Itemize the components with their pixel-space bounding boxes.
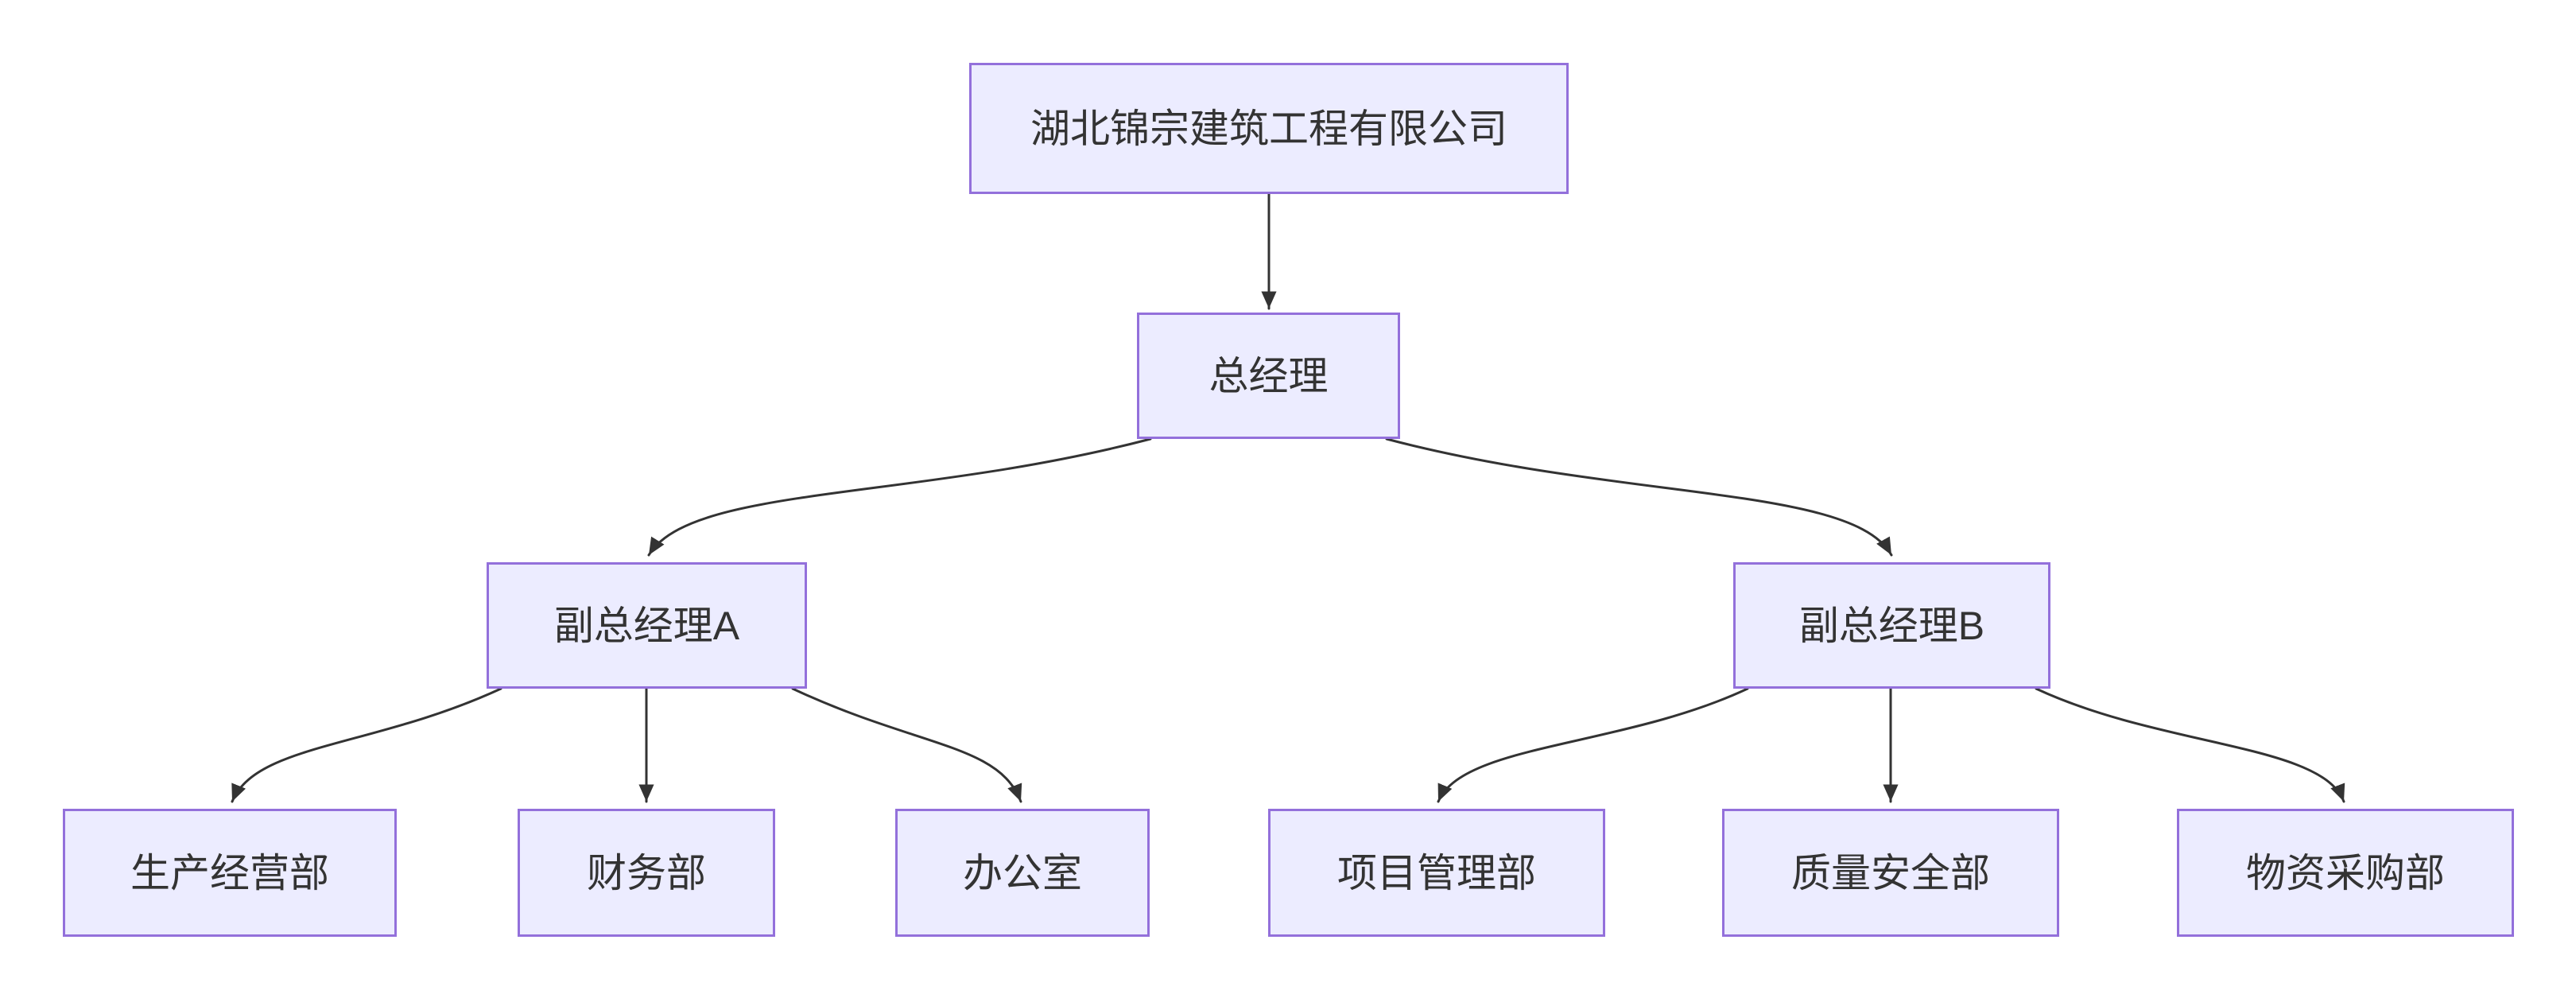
edge-dgm-a-prod bbox=[231, 687, 502, 803]
node-deputy-gm-a: 副总经理A bbox=[487, 562, 807, 689]
node-office-label: 办公室 bbox=[963, 850, 1082, 895]
node-production-dept-label: 生产经营部 bbox=[130, 850, 329, 895]
edge-dgm-a-office bbox=[791, 687, 1022, 803]
node-material-procurement-dept: 物资采购部 bbox=[2177, 809, 2514, 937]
node-quality-safety-dept-label: 质量安全部 bbox=[1791, 850, 1990, 895]
node-production-dept: 生产经营部 bbox=[63, 809, 397, 937]
edge-dgm-b-project bbox=[1437, 687, 1749, 803]
node-project-mgmt-dept: 项目管理部 bbox=[1268, 809, 1605, 937]
edge-gm-dgm-b bbox=[1385, 437, 1893, 557]
edge-gm-dgm-a bbox=[647, 437, 1152, 557]
node-material-procurement-dept-label: 物资采购部 bbox=[2246, 850, 2445, 895]
node-company: 湖北锦宗建筑工程有限公司 bbox=[969, 63, 1569, 194]
node-general-manager-label: 总经理 bbox=[1208, 353, 1329, 398]
node-finance-dept-label: 财务部 bbox=[587, 850, 706, 895]
node-general-manager: 总经理 bbox=[1137, 313, 1400, 439]
node-finance-dept: 财务部 bbox=[518, 809, 775, 937]
node-deputy-gm-b: 副总经理B bbox=[1733, 562, 2050, 689]
node-quality-safety-dept: 质量安全部 bbox=[1722, 809, 2059, 937]
node-deputy-gm-a-label: 副总经理A bbox=[553, 603, 740, 648]
node-office: 办公室 bbox=[895, 809, 1150, 937]
edge-dgm-b-material bbox=[2035, 687, 2345, 803]
node-company-label: 湖北锦宗建筑工程有限公司 bbox=[1030, 106, 1507, 151]
node-deputy-gm-b-label: 副总经理B bbox=[1798, 603, 1985, 648]
node-project-mgmt-dept-label: 项目管理部 bbox=[1337, 850, 1536, 895]
